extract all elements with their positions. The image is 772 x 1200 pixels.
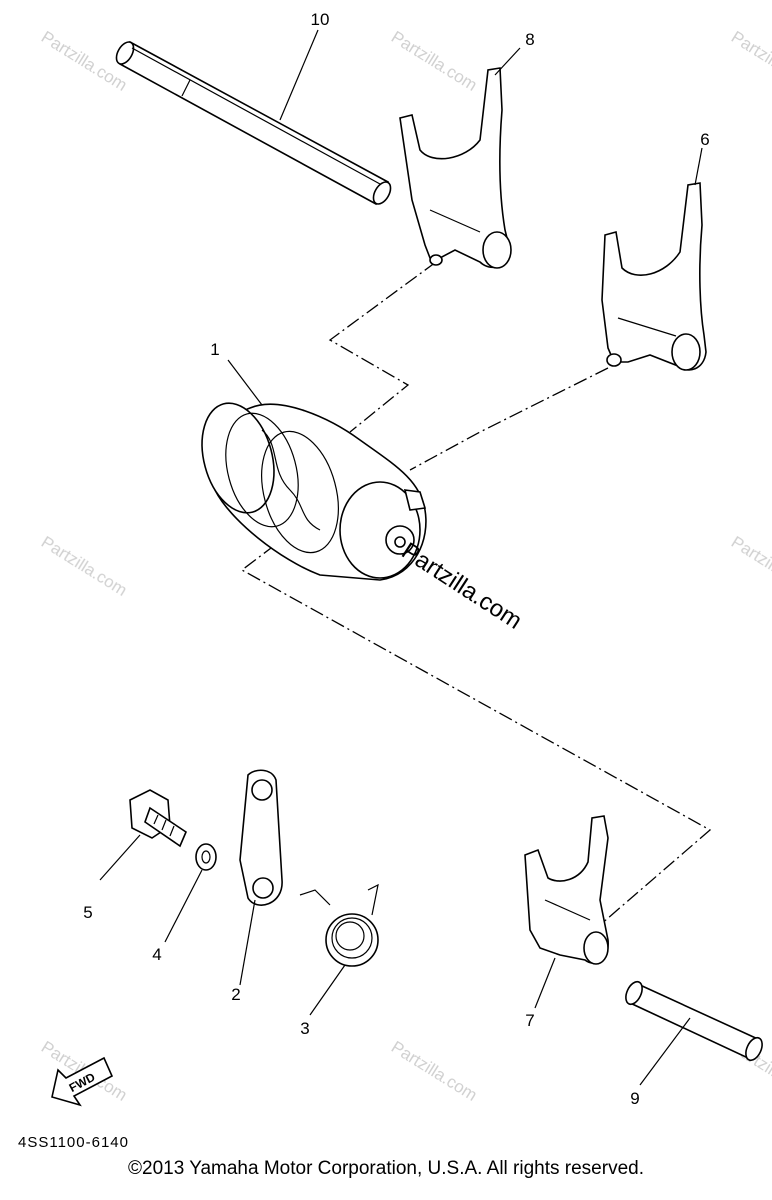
forward-arrow-icon: FWD [51, 1056, 114, 1107]
watermark-center: Partzilla.com [397, 537, 527, 634]
callout-6: 6 [700, 130, 709, 149]
part-9-guide-bar [625, 980, 763, 1062]
part-6-shift-fork [601, 182, 707, 371]
diagram-part-number: 4SS1100-6140 [18, 1134, 129, 1151]
part-8-shift-fork [399, 67, 512, 269]
watermark-tile: Partzilla.com [388, 1037, 481, 1105]
callout-4: 4 [152, 945, 161, 964]
part-4-washer [195, 843, 217, 871]
watermark-tile: Partzilla.com [388, 27, 481, 95]
callout-7: 7 [525, 1011, 534, 1030]
part-3-torsion-spring [299, 883, 379, 967]
part-10-shift-shaft [115, 40, 392, 206]
part-1-shift-cam [201, 402, 427, 581]
callout-10: 10 [311, 10, 330, 29]
callout-8: 8 [525, 30, 534, 49]
assembly-lines [240, 261, 712, 926]
copyright-notice: ©2013 Yamaha Motor Corporation, U.S.A. A… [128, 1158, 644, 1179]
leader-lines [99, 29, 703, 1086]
part-2-stopper-lever [239, 769, 283, 906]
callout-1: 1 [210, 340, 219, 359]
part-5-bolt [129, 789, 187, 848]
callout-5: 5 [83, 903, 92, 922]
callout-2: 2 [231, 985, 240, 1004]
assembly-line-fork-8 [328, 261, 437, 433]
part-4-washer-hole [201, 850, 211, 864]
watermark-tile: Partzilla.com [38, 532, 131, 600]
watermark-tile: Partzilla.com [728, 27, 772, 95]
assembly-line-fork-7 [240, 544, 712, 926]
assembly-line-fork-6 [409, 367, 609, 471]
watermark-tile: Partzilla.com [728, 532, 772, 600]
callout-9: 9 [630, 1089, 639, 1108]
callouts: 10 8 6 1 5 4 2 3 7 9 [83, 10, 709, 1108]
part-7-shift-fork [524, 815, 609, 965]
callout-3: 3 [300, 1019, 309, 1038]
